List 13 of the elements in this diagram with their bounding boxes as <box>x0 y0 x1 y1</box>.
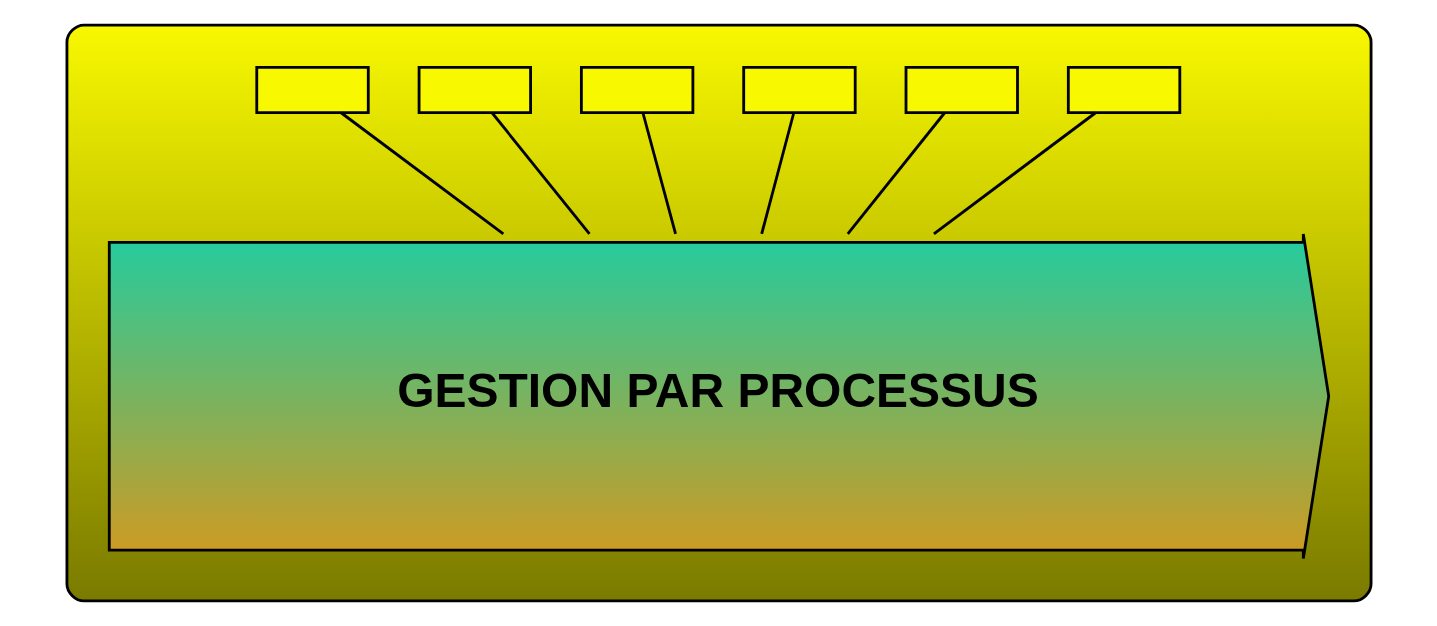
node-box <box>1066 66 1181 114</box>
connector <box>932 111 1096 235</box>
node-box <box>417 66 532 114</box>
node-box <box>904 66 1019 114</box>
node-box <box>254 66 370 114</box>
connector <box>641 112 677 235</box>
connector <box>339 111 504 235</box>
node-box <box>579 66 694 114</box>
connector <box>490 111 591 235</box>
connector <box>846 111 946 235</box>
connector <box>759 112 795 235</box>
node-box <box>741 66 857 114</box>
cluster <box>65 23 1372 603</box>
